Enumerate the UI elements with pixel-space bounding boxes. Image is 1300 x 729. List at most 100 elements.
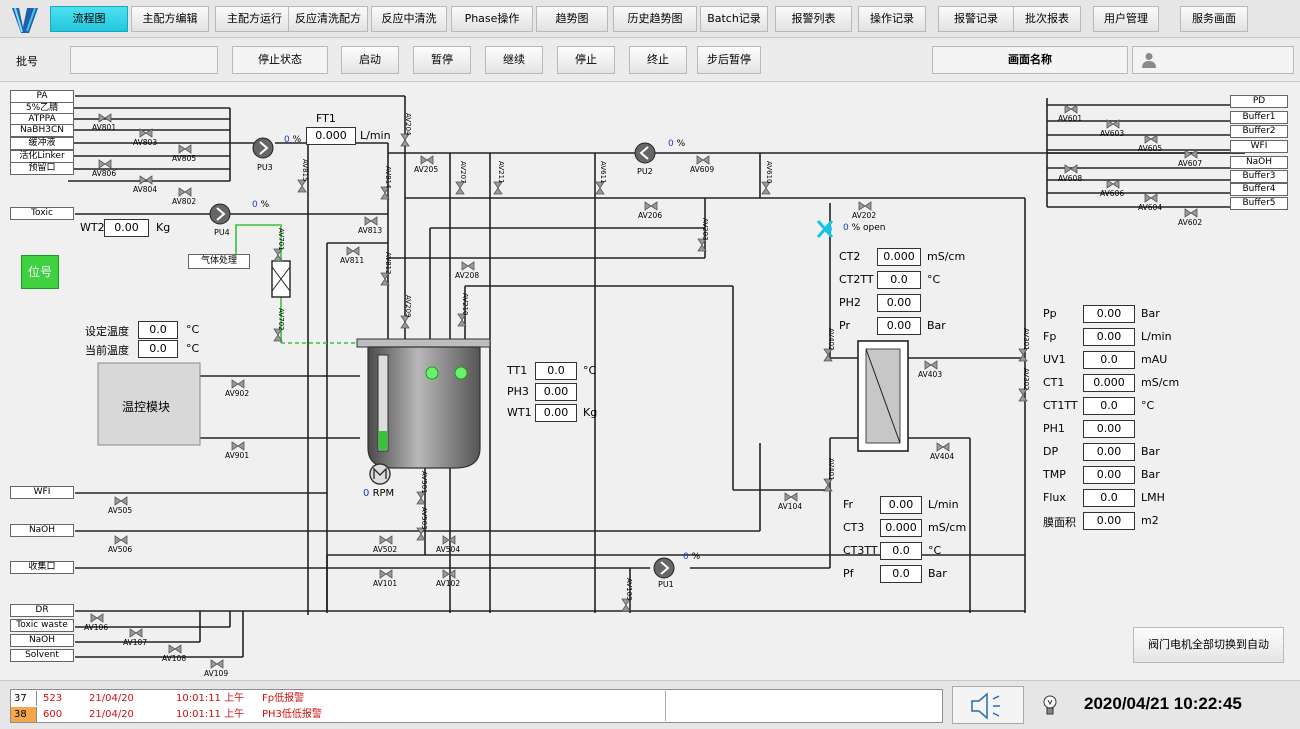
user-field[interactable] xyxy=(1132,46,1294,74)
valve-label: AV501 xyxy=(420,471,428,494)
nav-tab-2[interactable]: 主配方运行 xyxy=(215,6,294,32)
current-temp-value: 0.0 xyxy=(138,340,178,358)
valve-label: AV506 xyxy=(108,545,133,554)
valve-label: AV108 xyxy=(162,654,187,663)
nav-tab-1[interactable]: 主配方编辑 xyxy=(131,6,209,32)
valve-label: AV301 xyxy=(1022,328,1030,351)
right-instr-label-3: CT1 xyxy=(1043,376,1065,389)
output-tag-7: Buffer5 xyxy=(1230,197,1288,210)
valve-label: AV602 xyxy=(1178,218,1203,227)
ft1-unit: L/min xyxy=(360,129,391,142)
valve-icon xyxy=(420,155,434,165)
valve-icon xyxy=(784,492,798,502)
alarm-date: 21/04/20 xyxy=(89,693,134,704)
alarm-id: 523 xyxy=(43,693,63,704)
valve-icon xyxy=(823,348,833,362)
alarm-date: 21/04/20 xyxy=(89,709,134,720)
pump-pu3-icon[interactable] xyxy=(252,137,274,159)
valve-label: AV203 xyxy=(701,218,709,241)
valve-icon xyxy=(231,379,245,389)
control-bar: 批号 停止状态 启动 暂停 继续 停止 终止 步后暂停 画面名称 xyxy=(0,38,1300,82)
valve-label: AV205 xyxy=(414,165,439,174)
output-tag-4: NaOH xyxy=(1230,156,1288,169)
valve-label: AV606 xyxy=(1100,189,1125,198)
valve-icon xyxy=(231,441,245,451)
nav-tab-14[interactable]: 服务画面 xyxy=(1180,6,1248,32)
terminate-button[interactable]: 终止 xyxy=(629,46,687,74)
all-auto-button[interactable]: 阀门电机全部切换到自动 xyxy=(1133,627,1284,663)
right-instr-unit-0: Bar xyxy=(1141,307,1160,320)
right-instr-label-4: CT1TT xyxy=(1043,399,1078,412)
valve-label: AV104 xyxy=(778,502,803,511)
valve-label: AV608 xyxy=(1058,174,1083,183)
output-tag-2: Buffer2 xyxy=(1230,125,1288,138)
pump-pu1-pct: 0 % xyxy=(683,552,701,562)
valve-label: AV801 xyxy=(92,123,117,132)
wt2-label: WT2 xyxy=(80,221,105,234)
right-instr-value-6: 0.00 xyxy=(1083,443,1135,461)
valve-label: AV404 xyxy=(930,452,955,461)
valve-label: AV609 xyxy=(690,165,715,174)
pump-pu4-icon[interactable] xyxy=(209,203,231,225)
nav-tab-13[interactable]: 用户管理 xyxy=(1093,6,1159,32)
pump-pu2-icon[interactable] xyxy=(634,142,656,164)
set-temp-value[interactable]: 0.0 xyxy=(138,321,178,339)
mute-button[interactable] xyxy=(952,686,1024,724)
right-instr-unit-1: L/min xyxy=(1141,330,1172,343)
low-instr-label-3: Pf xyxy=(843,567,854,580)
screen-name-field: 画面名称 xyxy=(932,46,1128,74)
valve-icon xyxy=(139,128,153,138)
right-instr-unit-4: °C xyxy=(1141,399,1155,412)
output-tag-0: PD xyxy=(1230,95,1288,108)
reactor-label-1: PH3 xyxy=(507,385,529,398)
nav-tab-3[interactable]: 反应清洗配方 xyxy=(288,6,368,32)
right-instr-value-3: 0.000 xyxy=(1083,374,1135,392)
nav-tab-9[interactable]: 报警列表 xyxy=(775,6,852,32)
nav-tab-11[interactable]: 报警记录 xyxy=(938,6,1014,32)
nav-tab-10[interactable]: 操作记录 xyxy=(858,6,926,32)
valve-icon xyxy=(936,442,950,452)
output-tag-1: Buffer1 xyxy=(1230,111,1288,124)
set-temp-unit: °C xyxy=(186,323,200,336)
batch-number-field[interactable] xyxy=(70,46,218,74)
pause-after-step-button[interactable]: 步后暂停 xyxy=(697,46,761,74)
valve-label: AV611 xyxy=(599,161,607,184)
temp-control-module[interactable]: 温控模块 xyxy=(122,400,171,414)
app-logo-icon xyxy=(12,7,38,33)
right-instr-value-0: 0.00 xyxy=(1083,305,1135,323)
nav-tab-12[interactable]: 批次报表 xyxy=(1013,6,1081,32)
batch-label: 批号 xyxy=(16,55,38,68)
source-tag-6: 预留口 xyxy=(10,162,74,175)
pump-pu1-icon[interactable] xyxy=(653,557,675,579)
agitator-motor-icon[interactable] xyxy=(369,463,391,485)
drain-tag-3: Solvent xyxy=(10,649,74,662)
nav-tab-0[interactable]: 流程图 xyxy=(50,6,128,32)
valve-label: AV403 xyxy=(918,370,943,379)
valve-label: AV206 xyxy=(638,211,663,220)
position-tag-button[interactable]: 位号 xyxy=(21,255,59,289)
start-button[interactable]: 启动 xyxy=(341,46,399,74)
nav-tab-7[interactable]: 历史趋势图 xyxy=(613,6,697,32)
pause-button[interactable]: 暂停 xyxy=(413,46,471,74)
reactor-value-0: 0.0 xyxy=(535,362,577,380)
nav-tab-6[interactable]: 趋势图 xyxy=(536,6,608,32)
valve-icon xyxy=(621,598,631,612)
valve-icon xyxy=(273,248,283,262)
valve-icon xyxy=(416,491,426,505)
valve-label: AV109 xyxy=(204,669,229,678)
nav-tab-8[interactable]: Batch记录 xyxy=(700,6,768,32)
control-valve-icon[interactable] xyxy=(817,220,833,238)
continue-button[interactable]: 继续 xyxy=(485,46,543,74)
nav-tab-5[interactable]: Phase操作 xyxy=(451,6,533,32)
valve-label: AV811 xyxy=(340,256,365,265)
stop-button[interactable]: 停止 xyxy=(557,46,615,74)
right-instr-label-2: UV1 xyxy=(1043,353,1066,366)
lightbulb-icon[interactable] xyxy=(1042,695,1058,717)
nav-tab-4[interactable]: 反应中清洗 xyxy=(371,6,447,32)
reactor-label-2: WT1 xyxy=(507,406,532,419)
valve-icon xyxy=(379,569,393,579)
right-instr-unit-9: m2 xyxy=(1141,514,1159,527)
valve-icon xyxy=(1064,164,1078,174)
